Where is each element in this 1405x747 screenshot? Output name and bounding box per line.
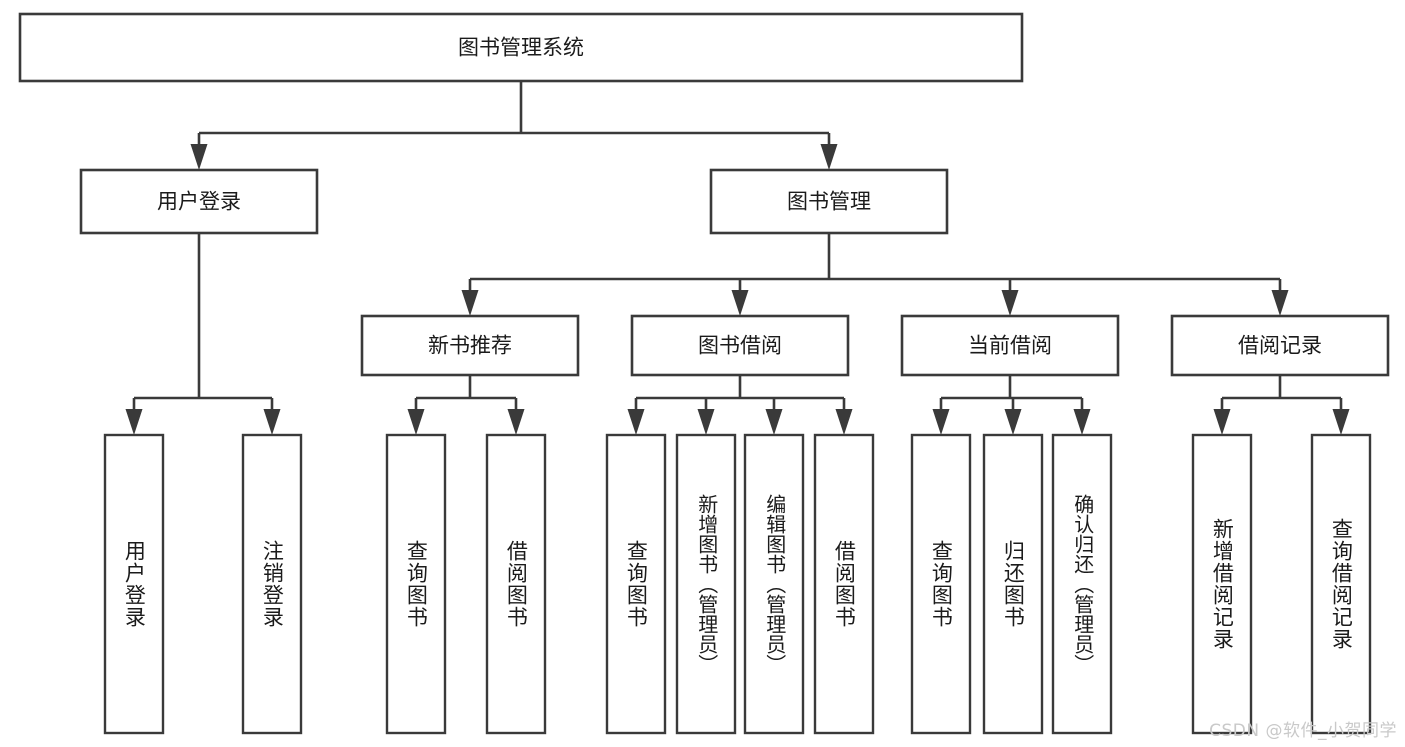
arrow-head-icon xyxy=(1004,409,1022,435)
node-box[interactable] xyxy=(1310,433,1372,735)
connector-layer xyxy=(125,81,1350,435)
node-box[interactable] xyxy=(103,433,165,735)
node-label: 当前借阅 xyxy=(968,334,1052,358)
node-leaf-return-book[interactable] xyxy=(982,433,1044,735)
node-box[interactable] xyxy=(241,433,303,735)
node-label: 借阅记录 xyxy=(1238,334,1322,358)
node-leaf-query-borrow-record[interactable] xyxy=(1310,433,1372,735)
arrow-head-icon xyxy=(765,409,783,435)
node-book-borrow[interactable]: 图书借阅 xyxy=(630,314,850,377)
node-label: 新书推荐 xyxy=(428,334,512,358)
node-box[interactable] xyxy=(675,433,737,735)
node-label: 用户登录 xyxy=(157,190,241,214)
node-leaf-edit-book-admin[interactable] xyxy=(743,433,805,735)
arrow-head-icon xyxy=(461,290,479,316)
node-leaf-query-book-borrow[interactable] xyxy=(605,433,667,735)
node-box[interactable] xyxy=(18,12,1024,83)
connector-new-book-recommend xyxy=(407,375,525,435)
arrow-head-icon xyxy=(1271,290,1289,316)
node-root[interactable]: 图书管理系统 xyxy=(18,12,1024,83)
arrow-head-icon xyxy=(190,144,208,170)
arrow-head-icon xyxy=(820,144,838,170)
node-box[interactable] xyxy=(360,314,580,377)
arrow-head-icon xyxy=(263,409,281,435)
node-leaf-user-login[interactable] xyxy=(103,433,165,735)
arrow-head-icon xyxy=(507,409,525,435)
arrow-head-icon xyxy=(407,409,425,435)
node-label: 图书借阅 xyxy=(698,334,782,358)
connector-user-login xyxy=(125,233,281,435)
node-leaf-logout-login[interactable] xyxy=(241,433,303,735)
node-box[interactable] xyxy=(900,314,1120,377)
node-borrow-record[interactable]: 借阅记录 xyxy=(1170,314,1390,377)
arrow-head-icon xyxy=(1213,409,1231,435)
arrow-head-icon xyxy=(731,290,749,316)
node-box[interactable] xyxy=(630,314,850,377)
node-leaf-borrow-book-recommend[interactable] xyxy=(485,433,547,735)
arrow-head-icon xyxy=(835,409,853,435)
node-book-manage[interactable]: 图书管理 xyxy=(709,168,949,235)
node-label: 图书管理 xyxy=(787,190,871,214)
arrow-head-icon xyxy=(1001,290,1019,316)
connector-book-manage xyxy=(461,233,1289,316)
node-box[interactable] xyxy=(982,433,1044,735)
node-leaf-query-book-recommend[interactable] xyxy=(385,433,447,735)
node-box[interactable] xyxy=(79,168,319,235)
node-leaf-add-borrow-record[interactable] xyxy=(1191,433,1253,735)
node-leaf-query-book-current[interactable] xyxy=(910,433,972,735)
node-label: 图书管理系统 xyxy=(458,36,584,60)
connector-book-borrow xyxy=(627,375,853,435)
arrow-head-icon xyxy=(1073,409,1091,435)
node-box[interactable] xyxy=(910,433,972,735)
node-user-login[interactable]: 用户登录 xyxy=(79,168,319,235)
node-box[interactable] xyxy=(385,433,447,735)
node-box[interactable] xyxy=(1170,314,1390,377)
watermark-text: CSDN @软件_小贺同学 xyxy=(1209,721,1397,741)
node-leaf-borrow-book[interactable] xyxy=(813,433,875,735)
connector-root xyxy=(190,81,838,170)
connector-current-borrow xyxy=(932,375,1091,435)
arrow-head-icon xyxy=(697,409,715,435)
node-current-borrow[interactable]: 当前借阅 xyxy=(900,314,1120,377)
node-box[interactable] xyxy=(1191,433,1253,735)
node-new-book-recommend[interactable]: 新书推荐 xyxy=(360,314,580,377)
arrow-head-icon xyxy=(627,409,645,435)
connector-borrow-record xyxy=(1213,375,1350,435)
node-box[interactable] xyxy=(1051,433,1113,735)
node-box[interactable] xyxy=(743,433,805,735)
arrow-head-icon xyxy=(932,409,950,435)
arrow-head-icon xyxy=(125,409,143,435)
node-box[interactable] xyxy=(709,168,949,235)
node-box[interactable] xyxy=(605,433,667,735)
node-box[interactable] xyxy=(813,433,875,735)
arrow-head-icon xyxy=(1332,409,1350,435)
node-leaf-confirm-return-admin[interactable] xyxy=(1051,433,1113,735)
node-box[interactable] xyxy=(485,433,547,735)
node-leaf-add-book-admin[interactable] xyxy=(675,433,737,735)
